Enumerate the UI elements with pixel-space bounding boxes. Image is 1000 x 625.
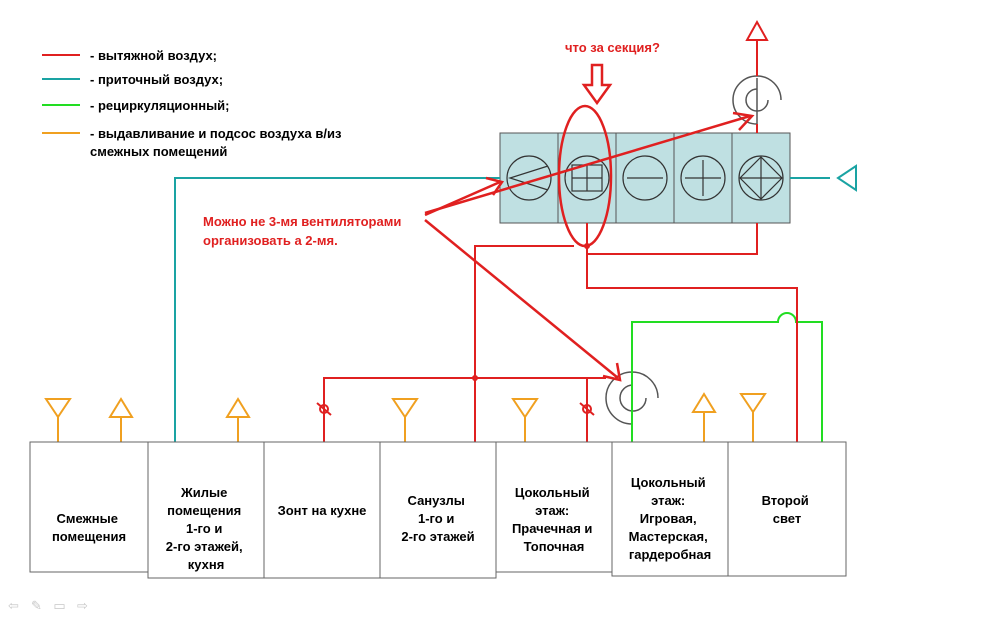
annotations: что за секция? Можно не 3-мя вентилятора… (203, 40, 755, 382)
rooms (29, 441, 847, 579)
room-label-basement-playroom: Цокольный этаж: Игровая, Мастерская, гар… (629, 475, 712, 562)
room-box-second-light (727, 441, 847, 577)
down-arrow-icon (581, 63, 613, 106)
room-box-bathrooms (379, 441, 497, 579)
highlight-ellipse (557, 104, 613, 248)
back-arrow-icon[interactable]: ⇦ (8, 598, 19, 613)
supply-duct (174, 177, 830, 450)
room-label-basement-laundry: Цокольный этаж: Прачечная и Топочная (512, 485, 596, 554)
room-box-adjacent (29, 441, 149, 573)
room-label-bathrooms: Санузлы 1-го и 2-го этажей (401, 493, 474, 544)
legend-label-transfer-2: смежных помещений (90, 144, 227, 159)
legend-item-supply: - приточный воздух; (42, 72, 223, 87)
exhaust-outlet-icon (745, 19, 769, 41)
exhaust-fan-top-icon (732, 75, 782, 125)
slide-toolbar: ⇦ ✎ ▭ ⇨ (6, 598, 90, 614)
legend-label-recirc: - рециркуляционный; (90, 98, 230, 113)
note-fans: Можно не 3-мя вентиляторами организовать… (203, 214, 405, 248)
outdoor-intake-icon (836, 164, 857, 192)
legend-label-exhaust: - вытяжной воздух; (90, 48, 217, 63)
filter-section-icon (738, 155, 784, 201)
legend: - вытяжной воздух; - приточный воздух; -… (42, 48, 342, 159)
room-box-kitchen-hood (263, 441, 381, 579)
cooler-section-icon (622, 155, 668, 201)
duct-junction-icon (472, 375, 478, 381)
legend-item-transfer: - выдавливание и подсос воздуха в/из сме… (42, 126, 342, 159)
forward-arrow-icon[interactable]: ⇨ (77, 598, 88, 613)
damper-icon (579, 402, 595, 416)
exhaust-duct (323, 41, 798, 455)
screen-icon[interactable]: ▭ (53, 598, 66, 613)
room-label-second-light: Второй свет (762, 493, 813, 526)
fan-section-icon (506, 155, 552, 201)
room-labels: Смежные помещения Жилые помещения 1-го и… (52, 475, 813, 572)
damper-icon (316, 402, 332, 416)
pen-icon[interactable]: ✎ (31, 598, 42, 613)
room-box-basement-laundry (495, 441, 613, 573)
recirc-duct (631, 312, 823, 450)
legend-label-transfer: - выдавливание и подсос воздуха в/из (90, 126, 342, 141)
exhaust-fan-lower-icon (605, 371, 659, 425)
room-label-adjacent: Смежные помещения (52, 511, 126, 544)
note-arrows (424, 111, 755, 382)
room-label-kitchen-hood: Зонт на кухне (278, 503, 367, 518)
room-box-basement-playroom (611, 441, 729, 577)
room-box-living (147, 441, 265, 579)
room-label-living: Жилые помещения 1-го и 2-го этажей, кухн… (166, 485, 246, 572)
legend-item-exhaust: - вытяжной воздух; (42, 48, 217, 63)
heater-section-icon (680, 155, 726, 201)
legend-label-supply: - приточный воздух; (90, 72, 223, 87)
note-section-question: что за секция? (565, 40, 660, 55)
legend-item-recirc: - рециркуляционный; (42, 98, 230, 113)
